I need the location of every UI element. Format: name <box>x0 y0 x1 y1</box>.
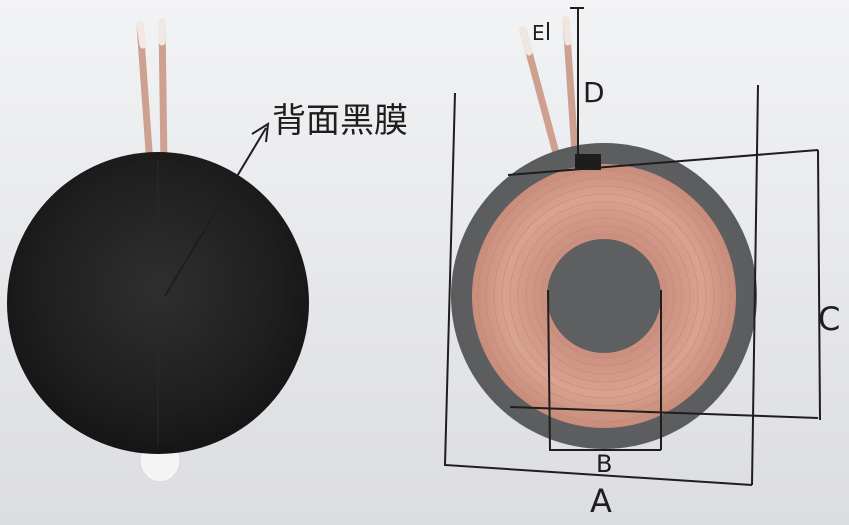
label-arrow <box>164 122 270 297</box>
center-hole <box>547 239 661 353</box>
dim-label-e: E <box>532 21 545 45</box>
right-wire-leads <box>519 16 580 172</box>
left-coil-backside: 背面黑膜 <box>7 18 408 483</box>
left-wire-leads <box>136 18 168 169</box>
dim-label-c: C <box>818 300 840 338</box>
right-coil-front <box>451 16 757 449</box>
dim-label-a: A <box>590 482 612 520</box>
dim-label-b: B <box>596 450 612 478</box>
winding-texture <box>477 169 731 423</box>
back-film-label: 背面黑膜 <box>272 101 408 141</box>
dim-label-d: D <box>583 76 605 109</box>
dimension-lines <box>443 7 821 486</box>
